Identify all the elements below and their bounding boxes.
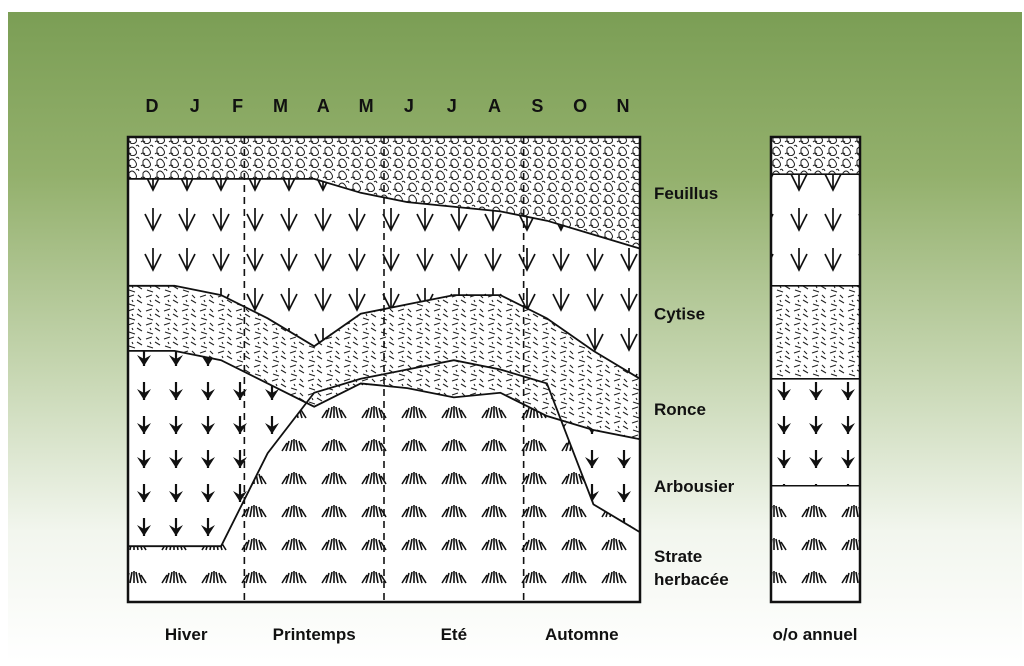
month-label: O	[573, 96, 587, 116]
season-label-ete: Eté	[441, 625, 467, 644]
annual-label: o/o annuel	[773, 625, 858, 644]
month-label: A	[317, 96, 330, 116]
annual-segment-feuillus	[771, 137, 860, 174]
month-label: J	[404, 96, 414, 116]
month-label: M	[359, 96, 374, 116]
season-label-automne: Automne	[545, 625, 619, 644]
season-label-hiver: Hiver	[165, 625, 208, 644]
annual-segment-strate-herbacee	[771, 486, 860, 602]
layer-label-cytise: Cytise	[654, 305, 705, 324]
month-label: F	[232, 96, 243, 116]
layer-label-arbousier: Arbousier	[654, 477, 735, 496]
layer-label-ronce: Ronce	[654, 400, 706, 419]
layer-label-feuillus: Feuillus	[654, 184, 718, 203]
month-label: J	[447, 96, 457, 116]
annual-segment-cytise	[771, 174, 860, 286]
month-label: D	[146, 96, 159, 116]
annual-percentage-bar	[771, 137, 860, 602]
month-label: A	[488, 96, 501, 116]
season-labels: Hiver Printemps Eté Automne	[165, 625, 619, 644]
month-label: M	[273, 96, 288, 116]
season-label-printemps: Printemps	[273, 625, 356, 644]
month-label: N	[617, 96, 630, 116]
annual-segment-ronce	[771, 286, 860, 379]
month-label: S	[531, 96, 543, 116]
annual-segment-arbousier	[771, 379, 860, 486]
month-label: J	[190, 96, 200, 116]
